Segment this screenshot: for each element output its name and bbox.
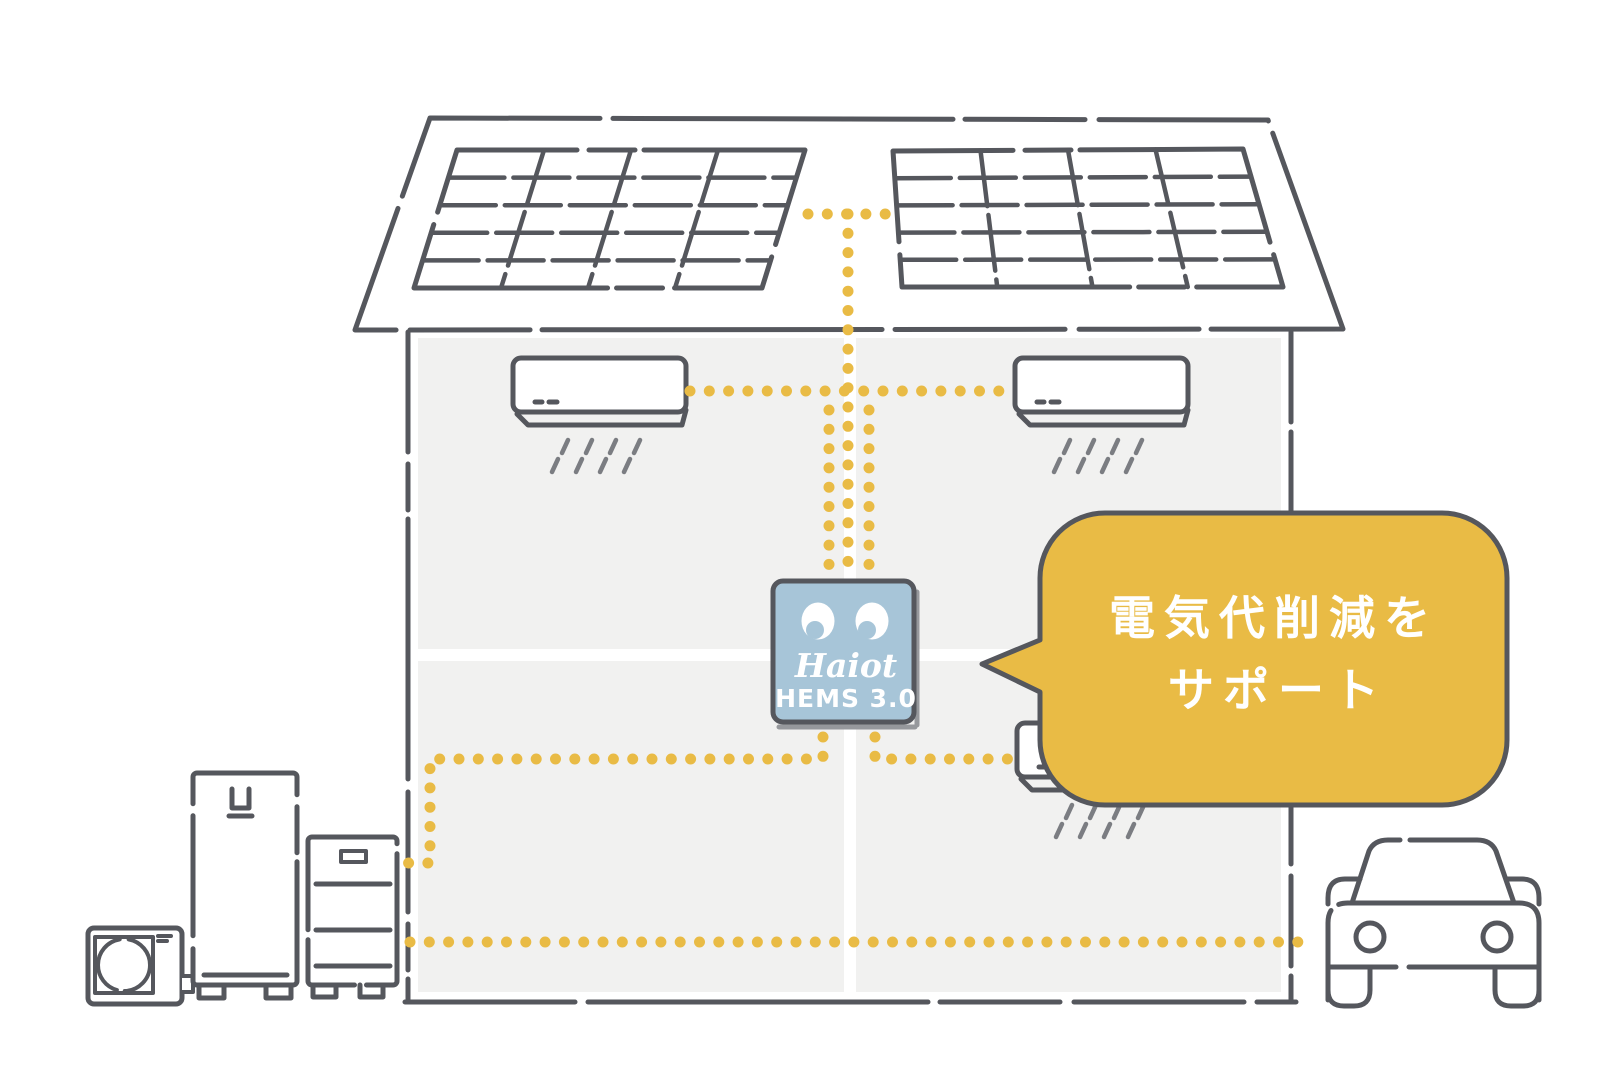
tank-vent-icon <box>226 786 255 819</box>
home-energy-diagram: Haiot HEMS 3.0 電気代削減を サポート <box>85 115 1542 1009</box>
car-headlight-left <box>1353 920 1387 954</box>
solar-panel-right <box>890 146 1286 290</box>
heat-pump-outdoor-unit <box>85 925 195 1007</box>
car-wheel-left <box>1325 964 1373 1009</box>
hems-controller: Haiot HEMS 3.0 <box>770 578 920 730</box>
car-headlight-right <box>1480 920 1514 954</box>
water-heater-tank <box>190 770 300 1001</box>
hems-model-text: HEMS 3.0 <box>775 684 917 713</box>
car-mirror-right <box>1504 876 1542 907</box>
car-body <box>1325 900 1542 1003</box>
hems-shadow <box>776 589 920 730</box>
bubble-text-line2: サポート <box>1168 663 1388 717</box>
car-cabin <box>1349 837 1517 906</box>
battery-display <box>339 849 368 864</box>
hems-eyes-icon <box>801 602 889 640</box>
bubble-text-line1: 電気代削減を <box>1109 591 1439 645</box>
electric-car <box>1325 837 1542 1009</box>
car-mirror-left <box>1325 876 1363 907</box>
connection-hems-to-battery <box>394 731 829 869</box>
connection-hems-to-bottom-ac <box>869 731 1017 765</box>
energy-connection-lines <box>394 208 1322 948</box>
storage-battery <box>305 834 400 1000</box>
speech-bubble: 電気代削減を サポート <box>979 510 1510 808</box>
hems-logo-text: Haiot <box>794 646 897 685</box>
battery-feet <box>310 982 386 1000</box>
solar-panel-left <box>411 147 808 291</box>
car-wheel-right <box>1492 964 1542 1009</box>
outdoor-unit-vent-icon <box>156 934 173 943</box>
tank-feet <box>196 982 294 1001</box>
roof <box>352 115 1346 333</box>
speech-bubble-shape <box>979 510 1510 808</box>
